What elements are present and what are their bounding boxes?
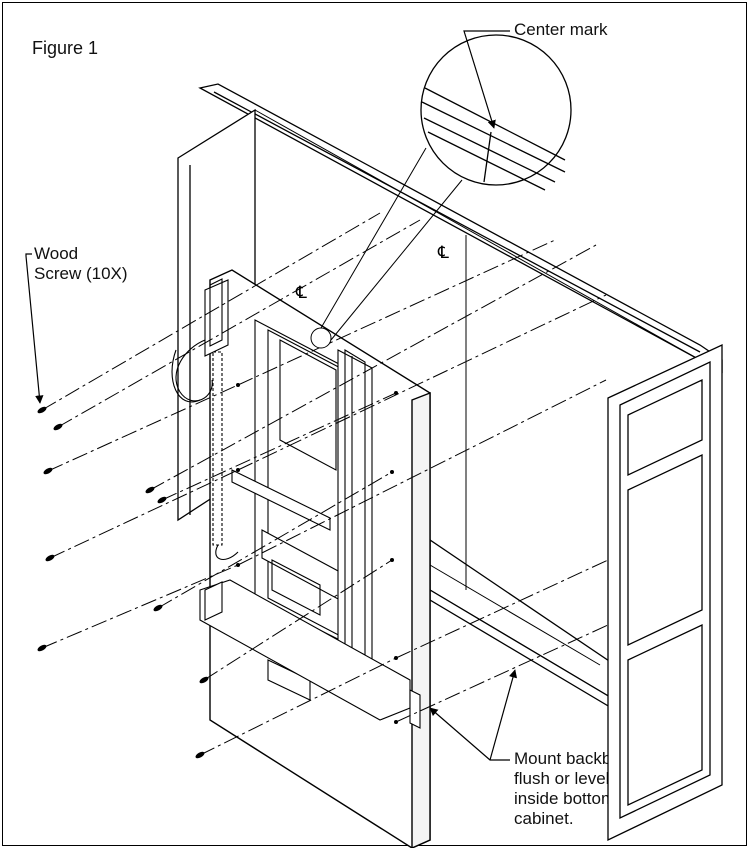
screw-alignment-lines (41, 212, 609, 756)
cabinet-bottom-shelf (429, 538, 616, 712)
center-mark-callout: Center mark (514, 20, 608, 39)
cabinet-right-face-frame (607, 343, 723, 842)
center-mark-leader (463, 30, 510, 129)
wood-screw-leader (25, 253, 44, 404)
mount-note-line-3: inside bottom of (514, 789, 635, 808)
center-mark-reference (310, 147, 463, 349)
center-mark-detail (420, 34, 572, 191)
wood-screw-callout: Wood Screw (10X) (34, 244, 128, 284)
wood-screw-line-2: Screw (10X) (34, 264, 128, 283)
figure-title: Figure 1 (32, 38, 99, 58)
centerline-symbol-cabinet: ℄ (437, 243, 449, 263)
wood-screw-line-1: Wood (34, 244, 79, 263)
lift-mechanism (171, 278, 421, 729)
centerline-symbol-backboard: ℄ (295, 283, 307, 303)
cabinet-back-wall (254, 109, 701, 666)
mount-note-line-4: cabinet. (514, 809, 574, 828)
mount-note-leaders (429, 669, 518, 761)
